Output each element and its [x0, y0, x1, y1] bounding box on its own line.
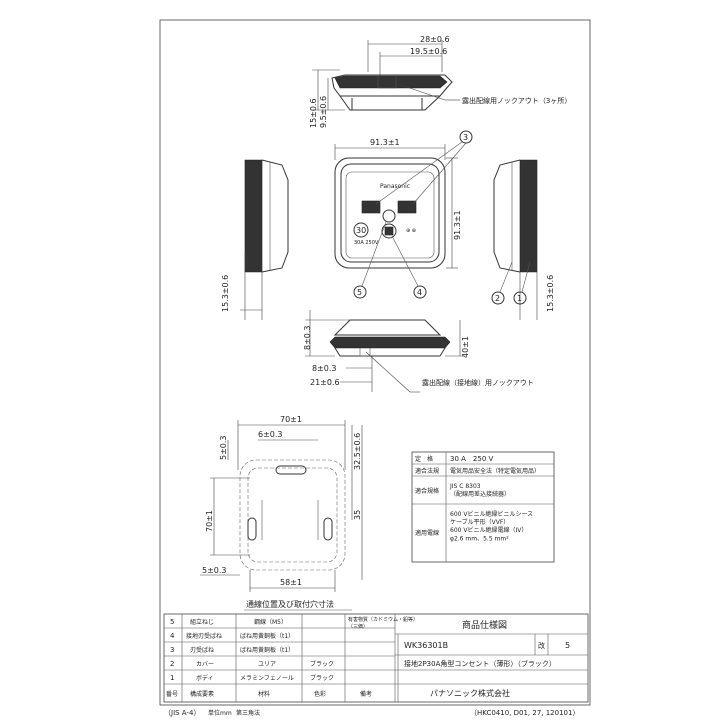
- doc-title: 商品仕様図: [462, 619, 507, 631]
- footer-paper: （JIS A-4）: [164, 709, 200, 717]
- part-material-0: 鋼線（M5）: [254, 618, 287, 626]
- part-no-0: 5: [170, 618, 174, 626]
- front-rating-badge: 30: [356, 226, 366, 235]
- part-name-4: ボディ: [196, 674, 214, 682]
- part-material-1: ばね用黄銅板（t1）: [240, 632, 294, 640]
- left-side-view: 15.3±0.6: [221, 159, 289, 320]
- part-no-2: 3: [170, 646, 174, 654]
- spec-label-3: 適用電線: [415, 529, 439, 537]
- top-view: 28±0.6 19.5±0.6 15±0.6 9.5±0.6 露出配線用ノックア…: [309, 35, 571, 128]
- back-dim-bottom: 58±1: [280, 578, 302, 587]
- revision-label: 改: [538, 641, 545, 650]
- callout-1: 1: [517, 294, 522, 303]
- spec-value-0: 30 A 250 V: [450, 455, 494, 463]
- part-no-1: 4: [170, 632, 175, 640]
- bottom-view: 8±0.3 40±1 8±0.3 21±0.6 露出配線（接地線）用ノックアウト: [303, 310, 534, 393]
- part-color-4: ブラック: [310, 674, 334, 682]
- bottom-knockout-note: 露出配線（接地線）用ノックアウト: [422, 378, 534, 387]
- left-side-dim: 15.3±0.6: [221, 275, 230, 312]
- part-name-1: 接地刃受ばね: [186, 632, 222, 640]
- part-name-0: 組立ねじ: [190, 618, 214, 626]
- part-material-4: メラミンフェノール: [240, 675, 294, 682]
- back-dim-right: 32.5±0.6: [353, 433, 362, 470]
- spec-label-1: 適合法規: [415, 467, 439, 475]
- header-no: 番号: [166, 691, 178, 698]
- back-view: 70±1 6±0.3 5±0.3 70±1 5±0.3 58±1 32.5±0.…: [200, 415, 363, 611]
- back-dim-top: 70±1: [280, 415, 302, 424]
- model-number: WK36301B: [404, 641, 448, 650]
- front-rating-text: 30A 250V: [354, 240, 379, 246]
- right-side-dim: 15.3±0.6: [546, 275, 555, 312]
- front-brand: Panasonic: [380, 183, 410, 190]
- part-name-3: カバー: [196, 661, 214, 668]
- part-no-3: 2: [170, 660, 174, 668]
- top-dim-height-inner: 9.5±0.6: [319, 96, 328, 128]
- spec-label-0: 定 格: [415, 455, 433, 463]
- title-block: 商品仕様図 WK36301B 改 5 接地2P30A角型コンセント（薄形）（ブラ…: [395, 619, 588, 702]
- front-dim-height: 91.3±1: [453, 210, 462, 240]
- callout-2: 2: [495, 294, 500, 303]
- header-material: 材料: [258, 690, 270, 698]
- right-side-view: 15.3±0.6 2 1: [491, 159, 555, 320]
- top-knockout-note: 露出配線用ノックアウト（3ヶ所）: [462, 96, 571, 105]
- back-dim-left: 70±1: [205, 510, 214, 532]
- footer-unit: 単位mm: [208, 709, 232, 717]
- svg-text:⊕ ⊕: ⊕ ⊕: [406, 228, 416, 234]
- front-dim-width: 91.3±1: [370, 138, 400, 147]
- part-material-2: ばね用黄銅板（t1）: [240, 646, 294, 654]
- bottom-dim-right: 40±1: [461, 336, 470, 358]
- callout-5: 5: [357, 288, 362, 297]
- spec-value-3: 600 Vビニル絶縁ビニルシースケーブル平形（VVF）600 Vビニル絶縁電線（…: [450, 510, 533, 542]
- callout-4: 4: [417, 288, 422, 297]
- spec-table: 定 格 30 A 250 V 適合法規 電気用品安全法（特定電気用品） 適合規格…: [411, 451, 555, 563]
- back-dim-right-full: 35: [353, 510, 362, 520]
- spec-value-2: JIS C 8303（配線用差込接続器）: [449, 483, 510, 498]
- back-dim-left-top: 5±0.3: [219, 435, 228, 460]
- rohs-note: 有害物質（カドミウム・鉛等）（三価）: [348, 616, 418, 630]
- front-view: 91.3±1 Panasonic 30 30A 250V ⊕ ⊕ 91.3±1 …: [334, 130, 473, 299]
- footer-doc-code: （HKC0410, D01, 27, 120101）: [470, 709, 579, 717]
- footer: （JIS A-4） 単位mm 第三角法 （HKC0410, D01, 27, 1…: [164, 709, 579, 717]
- bottom-dim-offset: 21±0.6: [310, 378, 340, 387]
- header-color: 色彩: [314, 690, 326, 698]
- parts-table: 5 組立ねじ 鋼線（M5） 有害物質（カドミウム・鉛等）（三価） 4 接地刃受ば…: [163, 613, 589, 703]
- top-dim-inner: 19.5±0.6: [410, 47, 447, 56]
- back-dim-slot: 6±0.3: [258, 430, 283, 439]
- bottom-dim-knock: 8±0.3: [312, 364, 337, 373]
- part-no-4: 1: [170, 674, 174, 682]
- spec-label-2: 適合規格: [415, 487, 439, 495]
- product-name: 接地2P30A角型コンセント（薄形）（ブラック）: [404, 659, 556, 668]
- header-name: 構成要素: [190, 690, 214, 698]
- revision-value: 5: [565, 641, 570, 650]
- callout-3: 3: [463, 133, 468, 142]
- sheet-border: [159, 19, 591, 706]
- top-dim-width: 28±0.6: [420, 35, 450, 44]
- spec-value-1: 電気用品安全法（特定電気用品）: [450, 467, 540, 475]
- header-note: 備考: [360, 690, 372, 698]
- back-dim-left-bottom: 5±0.3: [202, 566, 227, 575]
- part-name-2: 刃受ばね: [190, 646, 214, 654]
- footer-projection: 第三角法: [236, 709, 260, 717]
- back-caption: 通線位置及び取付穴寸法: [246, 599, 334, 609]
- bottom-dim-height: 8±0.3: [303, 325, 312, 350]
- part-material-3: ユリア: [258, 661, 276, 668]
- part-color-3: ブラック: [310, 660, 334, 668]
- company-name: パナソニック株式会社: [430, 688, 510, 698]
- top-dim-height: 15±0.6: [309, 98, 318, 128]
